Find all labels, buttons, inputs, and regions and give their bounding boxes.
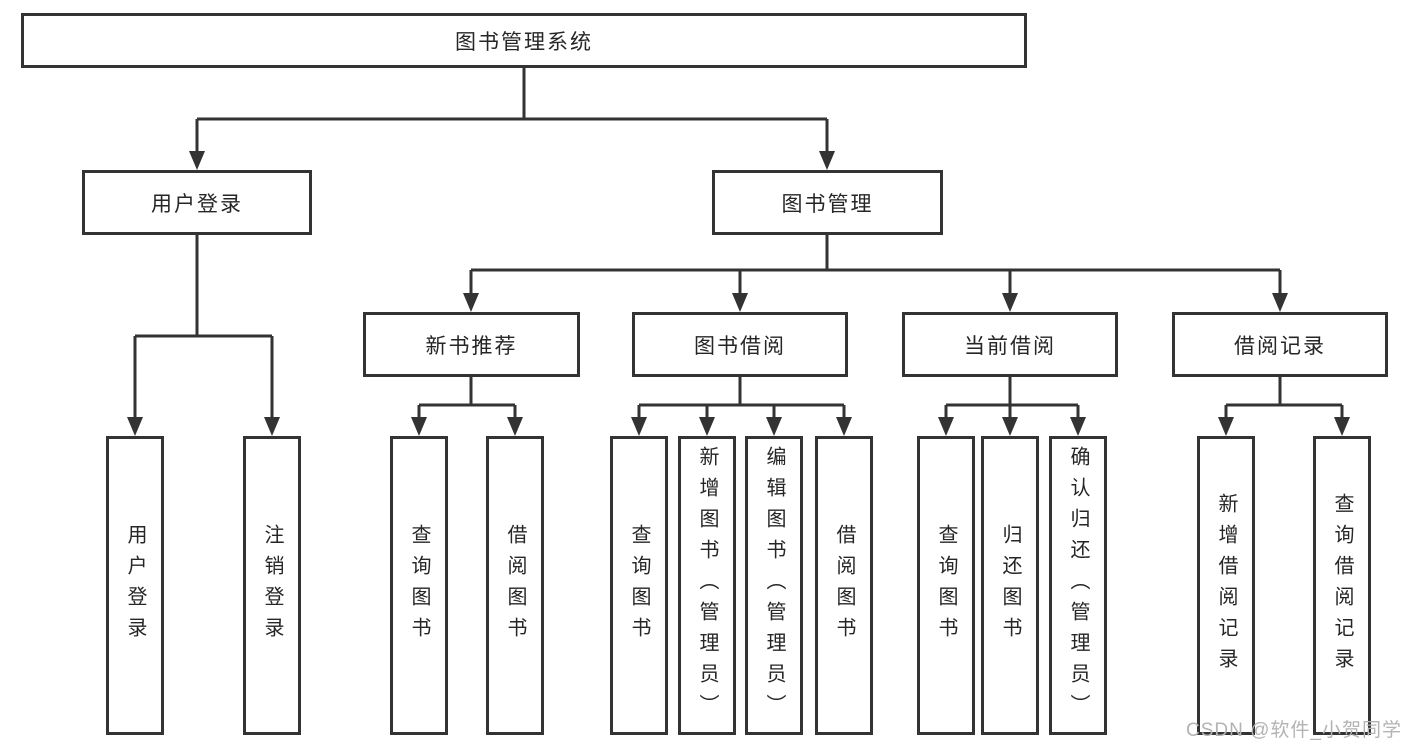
node-label: 查询图书 bbox=[935, 523, 957, 648]
node-label: 归还图书 bbox=[999, 523, 1021, 648]
node-label: 注销登录 bbox=[261, 523, 283, 648]
node-user-login-module: 用户登录 bbox=[82, 170, 312, 235]
node-library-management-system: 图书管理系统 bbox=[21, 13, 1027, 68]
leaf-return-books: 归还图书 bbox=[981, 436, 1039, 735]
leaf-query-books-borrow: 查询图书 bbox=[610, 436, 668, 735]
leaf-borrow-books-recommend: 借阅图书 bbox=[486, 436, 544, 735]
node-label: 借阅记录 bbox=[1234, 334, 1326, 358]
node-label: 图书管理 bbox=[781, 192, 874, 216]
leaf-add-books-admin: 新增图书（管理员） bbox=[678, 436, 736, 735]
node-label: 查询图书 bbox=[628, 523, 650, 648]
node-label: 借阅图书 bbox=[504, 523, 526, 648]
arrowhead-group bbox=[127, 151, 1350, 436]
node-label: 图书管理系统 bbox=[455, 30, 593, 54]
node-label: 查询图书 bbox=[408, 523, 430, 648]
node-current-borrow: 当前借阅 bbox=[902, 312, 1118, 377]
leaf-confirm-return-admin: 确认归还（管理员） bbox=[1049, 436, 1107, 735]
node-label: 编辑图书（管理员） bbox=[763, 446, 785, 725]
leaf-logout: 注销登录 bbox=[243, 436, 301, 735]
leaf-query-books-current: 查询图书 bbox=[917, 436, 975, 735]
node-label: 新增借阅记录 bbox=[1215, 492, 1237, 679]
leaf-query-borrow-record: 查询借阅记录 bbox=[1313, 436, 1371, 735]
leaf-add-borrow-record: 新增借阅记录 bbox=[1197, 436, 1255, 735]
leaf-edit-books-admin: 编辑图书（管理员） bbox=[745, 436, 803, 735]
leaf-borrow-books: 借阅图书 bbox=[815, 436, 873, 735]
leaf-query-books-recommend: 查询图书 bbox=[390, 436, 448, 735]
node-new-book-recommend: 新书推荐 bbox=[363, 312, 580, 377]
node-book-management: 图书管理 bbox=[712, 170, 943, 235]
node-label: 当前借阅 bbox=[964, 334, 1056, 358]
node-label: 查询借阅记录 bbox=[1331, 492, 1353, 679]
node-label: 新书推荐 bbox=[425, 334, 518, 358]
node-label: 用户登录 bbox=[151, 192, 243, 216]
node-label: 用户登录 bbox=[124, 523, 146, 648]
node-label: 图书借阅 bbox=[694, 334, 786, 358]
leaf-user-login: 用户登录 bbox=[106, 436, 164, 735]
node-label: 确认归还（管理员） bbox=[1067, 446, 1089, 725]
node-book-borrow: 图书借阅 bbox=[632, 312, 848, 377]
node-label: 借阅图书 bbox=[833, 523, 855, 648]
node-label: 新增图书（管理员） bbox=[696, 446, 718, 725]
node-borrow-records: 借阅记录 bbox=[1172, 312, 1388, 377]
csdn-watermark: CSDN @软件_小贺同学 bbox=[1186, 720, 1402, 741]
